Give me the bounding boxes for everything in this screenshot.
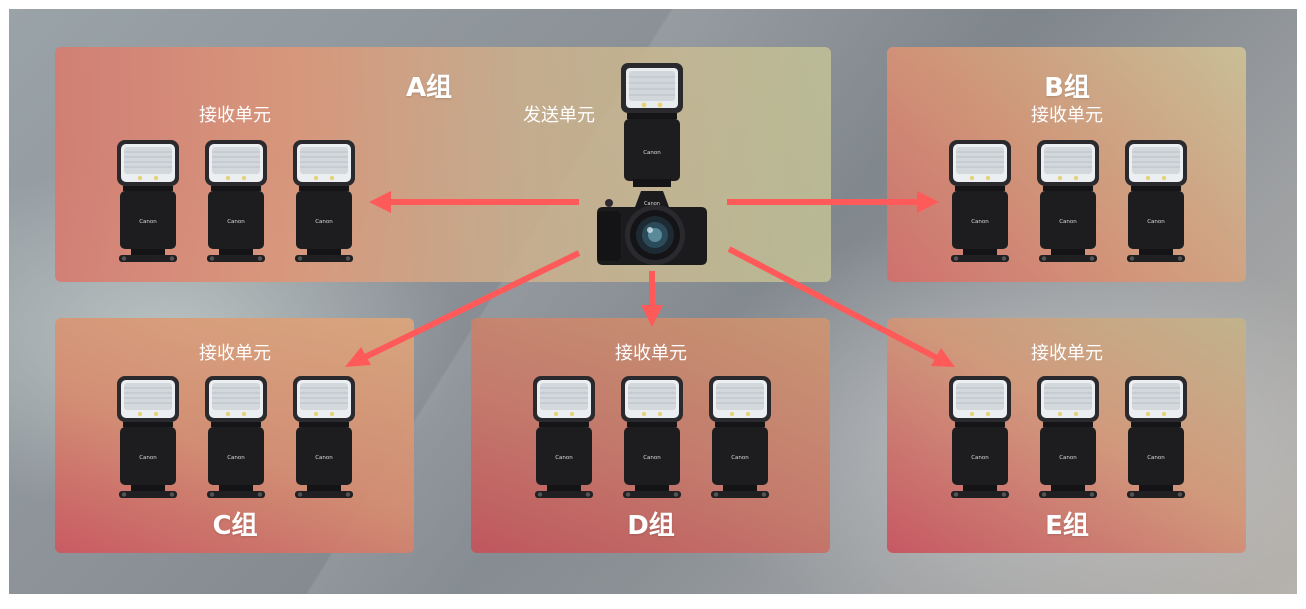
group-e-title: E组 <box>1045 511 1089 541</box>
transmitter-unit: Canon Canon <box>589 61 715 271</box>
svg-text:Canon: Canon <box>971 455 989 461</box>
speedlite-flash-icon: Canon <box>115 139 181 263</box>
group-d-flash-row: Canon Canon Canon <box>531 375 773 499</box>
speedlite-flash-icon: Canon <box>947 139 1013 263</box>
group-b-flash-row: Canon Canon Canon <box>947 139 1189 263</box>
group-c-flash-row: Canon Canon Canon <box>115 375 357 499</box>
svg-text:Canon: Canon <box>731 455 749 461</box>
speedlite-flash-icon: Canon <box>1035 375 1101 499</box>
speedlite-flash-icon: Canon <box>707 375 773 499</box>
svg-text:Canon: Canon <box>315 455 333 461</box>
group-a-receiver-label: 接收单元 <box>199 105 271 126</box>
speedlite-flash-icon: Canon <box>1123 375 1189 499</box>
diagram-stage: A组 B组 C组 D组 E组 接收单元 接收单元 接收单元 接收单元 接收单元 … <box>9 9 1297 594</box>
speedlite-flash-icon: Canon <box>203 375 269 499</box>
svg-text:Canon: Canon <box>1147 455 1165 461</box>
speedlite-flash-icon: Canon <box>531 375 597 499</box>
signal-arrows <box>345 191 955 367</box>
transmitter-camera-flash-icon: Canon Canon <box>597 63 707 265</box>
svg-text:Canon: Canon <box>227 219 245 225</box>
group-a-flash-row: Canon Canon Canon <box>115 139 357 263</box>
group-b-receiver-label: 接收单元 <box>1031 105 1103 126</box>
svg-text:Canon: Canon <box>139 455 157 461</box>
speedlite-flash-icon: Canon <box>619 375 685 499</box>
group-e-receiver-label: 接收单元 <box>1031 343 1103 364</box>
arrow-to-group-c <box>345 250 581 367</box>
transmitter-brand-text: Canon <box>643 150 661 156</box>
svg-text:Canon: Canon <box>643 455 661 461</box>
svg-text:Canon: Canon <box>555 455 573 461</box>
speedlite-flash-icon: Canon <box>291 375 357 499</box>
speedlite-flash-icon: Canon <box>291 139 357 263</box>
speedlite-flash-icon: Canon <box>1035 139 1101 263</box>
group-c-title: C组 <box>212 511 258 541</box>
svg-text:Canon: Canon <box>1147 219 1165 225</box>
speedlite-flash-icon: Canon <box>115 375 181 499</box>
transmitter-label: 发送单元 <box>523 105 595 126</box>
svg-text:Canon: Canon <box>1059 219 1077 225</box>
svg-text:Canon: Canon <box>644 201 660 207</box>
arrow-to-group-d <box>641 271 663 327</box>
svg-text:Canon: Canon <box>1059 455 1077 461</box>
arrow-to-group-e <box>727 246 955 367</box>
svg-text:Canon: Canon <box>139 219 157 225</box>
group-e-flash-row: Canon Canon Canon <box>947 375 1189 499</box>
svg-text:Canon: Canon <box>315 219 333 225</box>
group-a-title: A组 <box>405 73 453 103</box>
group-d-receiver-label: 接收单元 <box>615 343 687 364</box>
speedlite-flash-icon: Canon <box>1123 139 1189 263</box>
arrow-to-group-b <box>727 191 939 213</box>
speedlite-flash-icon: Canon <box>947 375 1013 499</box>
group-c-receiver-label: 接收单元 <box>199 343 271 364</box>
speedlite-flash-icon: Canon <box>203 139 269 263</box>
svg-text:Canon: Canon <box>971 219 989 225</box>
group-d-title: D组 <box>627 511 675 541</box>
group-b-title: B组 <box>1044 73 1090 103</box>
svg-text:Canon: Canon <box>227 455 245 461</box>
arrow-to-group-a <box>369 191 579 213</box>
